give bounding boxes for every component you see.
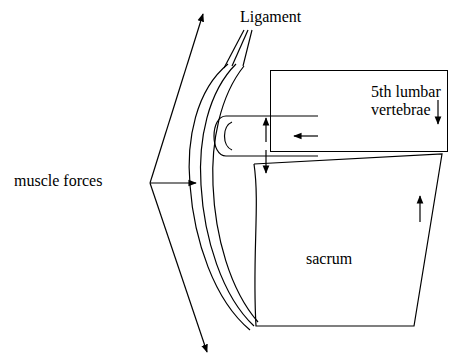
leader-line [224, 30, 244, 68]
force-arrow [150, 183, 207, 352]
part-name: sacrum [306, 250, 352, 268]
force-arrow [265, 150, 266, 173]
ligament-band [189, 64, 250, 330]
sacrum-shape: sacrum [236, 150, 450, 330]
spinous-process-edge [225, 122, 233, 150]
part-label: Ligament [240, 8, 301, 26]
leader-line [243, 30, 252, 66]
part-label: muscle forces [14, 172, 102, 190]
force-arrow [150, 14, 203, 183]
force-arrow [150, 182, 196, 183]
force-arrow [419, 196, 420, 222]
sacrum-outline [236, 150, 450, 330]
ligament-band [213, 66, 258, 322]
force-arrow [437, 100, 438, 124]
sacrum-outline [254, 154, 442, 326]
vertebra-box: 5th lumbar vertebrae [270, 70, 448, 152]
force-arrow [265, 118, 266, 142]
part-name: 5th lumbar vertebrae [371, 83, 447, 120]
force-arrow [294, 135, 318, 136]
ligament-band [200, 64, 254, 326]
